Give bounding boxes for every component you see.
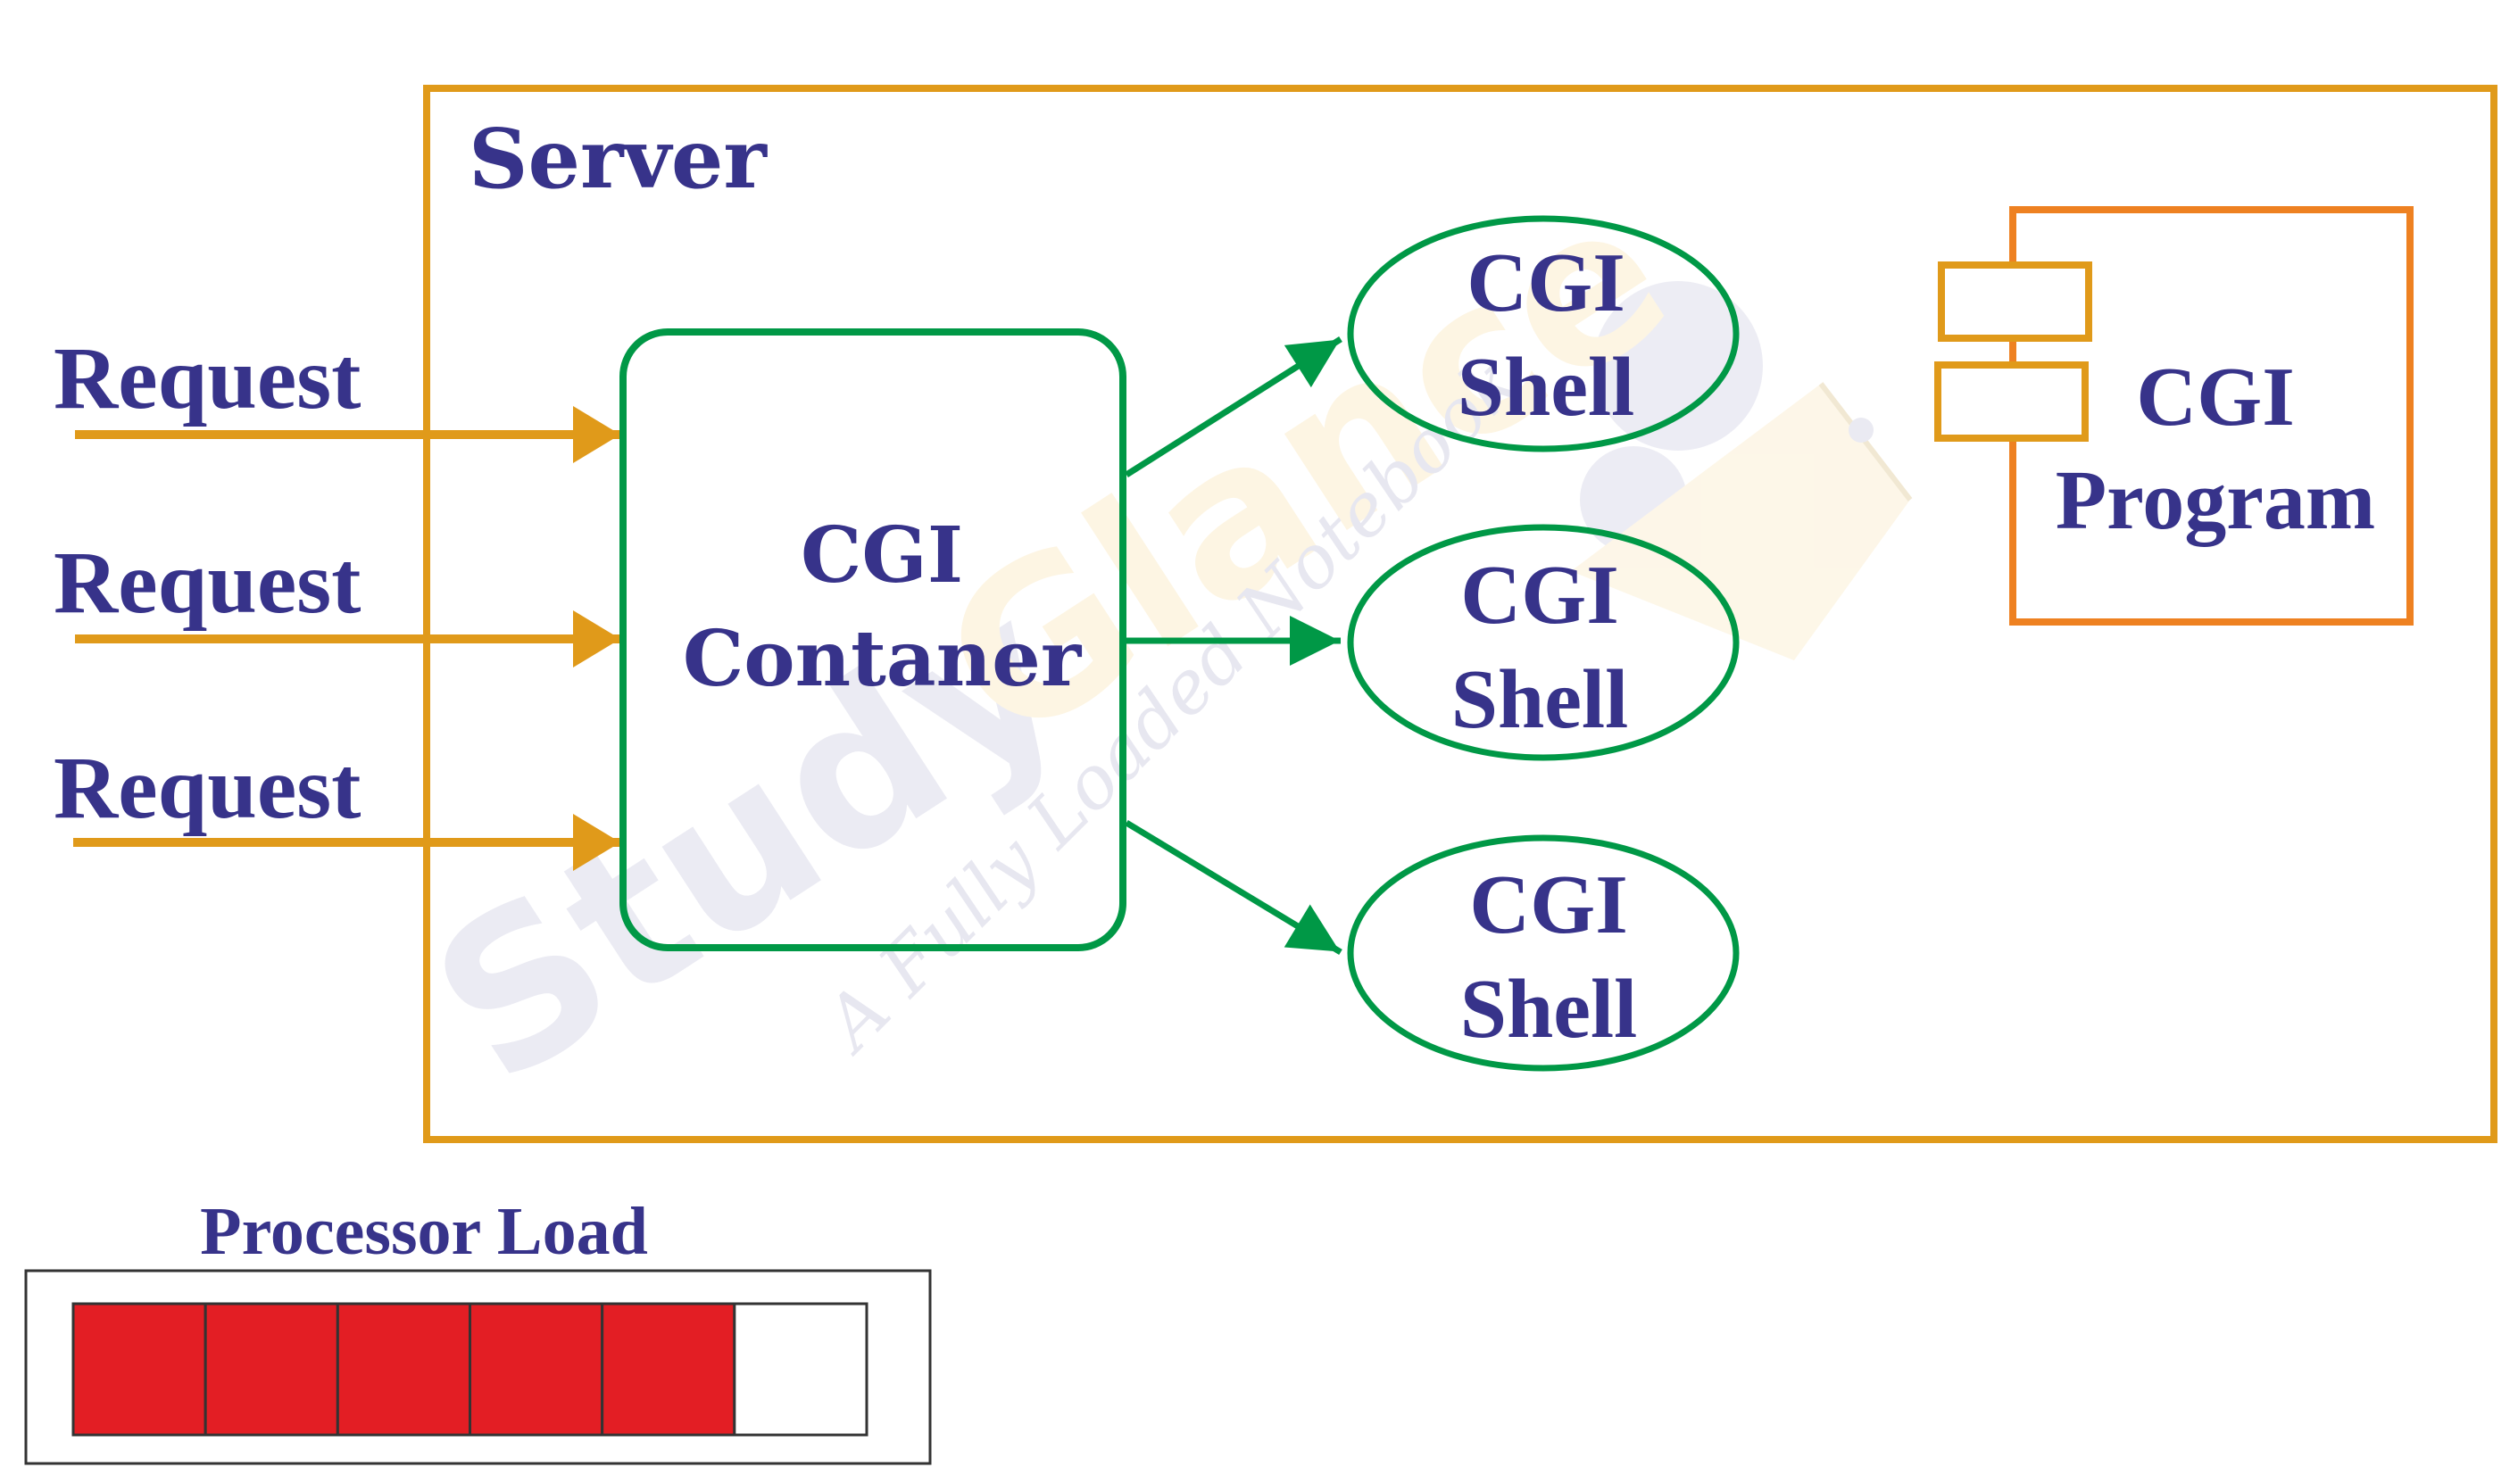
- cgi-shell-label-line1: CGI: [1460, 549, 1619, 642]
- cgi-program-label-line1: CGI: [2136, 351, 2295, 444]
- container-to-shell-1-arrow-icon: [1125, 336, 1342, 477]
- watermark-logo-icon: [1571, 281, 1913, 660]
- load-segment-filled: [469, 1302, 604, 1437]
- cgi-program: CGI Program: [1934, 206, 2414, 626]
- server-boundary: [423, 85, 2497, 1143]
- cgi-shell-label-line1: CGI: [1469, 858, 1628, 951]
- cgi-container-label-line2: Contaner: [683, 614, 1083, 704]
- cgi-shell-3: CGI Shell: [1347, 834, 1740, 1072]
- load-segment-filled: [336, 1302, 472, 1437]
- component-tab-icon: [1938, 261, 2092, 342]
- load-segment-filled: [204, 1302, 339, 1437]
- cgi-shell-ellipse: [1347, 215, 1740, 452]
- cgi-shell-label-line1: CGI: [1467, 236, 1625, 329]
- load-segment-empty: [733, 1302, 868, 1437]
- request-3: Request: [54, 738, 621, 871]
- cgi-shell-ellipse: [1347, 524, 1740, 761]
- processor-load-bar: [71, 1302, 868, 1437]
- server-title: Server: [469, 111, 768, 207]
- processor-load-title: Processor Load: [200, 1194, 648, 1269]
- component-tab-icon: [1934, 361, 2089, 442]
- request-1: Request: [54, 328, 621, 463]
- request-2: Request: [54, 533, 621, 667]
- cgi-container-box: [619, 328, 1126, 951]
- cgi-program-label-line2: Program: [2056, 454, 2375, 547]
- cgi-shell-label-line2: Shell: [1458, 341, 1635, 434]
- container-to-shell-3-arrow-icon: [1125, 820, 1342, 955]
- request-label: Request: [54, 328, 361, 427]
- cgi-shell-label-line2: Shell: [1451, 653, 1629, 746]
- cgi-container: CGI Contaner: [619, 328, 1126, 951]
- load-segment-filled: [601, 1302, 736, 1437]
- request-label: Request: [54, 738, 361, 837]
- cgi-shell-label-line2: Shell: [1460, 963, 1638, 1056]
- cgi-shell-1: CGI Shell: [1347, 215, 1740, 452]
- request-label: Request: [54, 533, 361, 632]
- load-segment-filled: [71, 1302, 207, 1437]
- processor-load: Processor Load: [24, 1194, 932, 1465]
- cgi-container-label-line1: CGI: [801, 510, 963, 601]
- cgi-shell-ellipse: [1347, 834, 1740, 1072]
- cgi-shell-2: CGI Shell: [1347, 524, 1740, 761]
